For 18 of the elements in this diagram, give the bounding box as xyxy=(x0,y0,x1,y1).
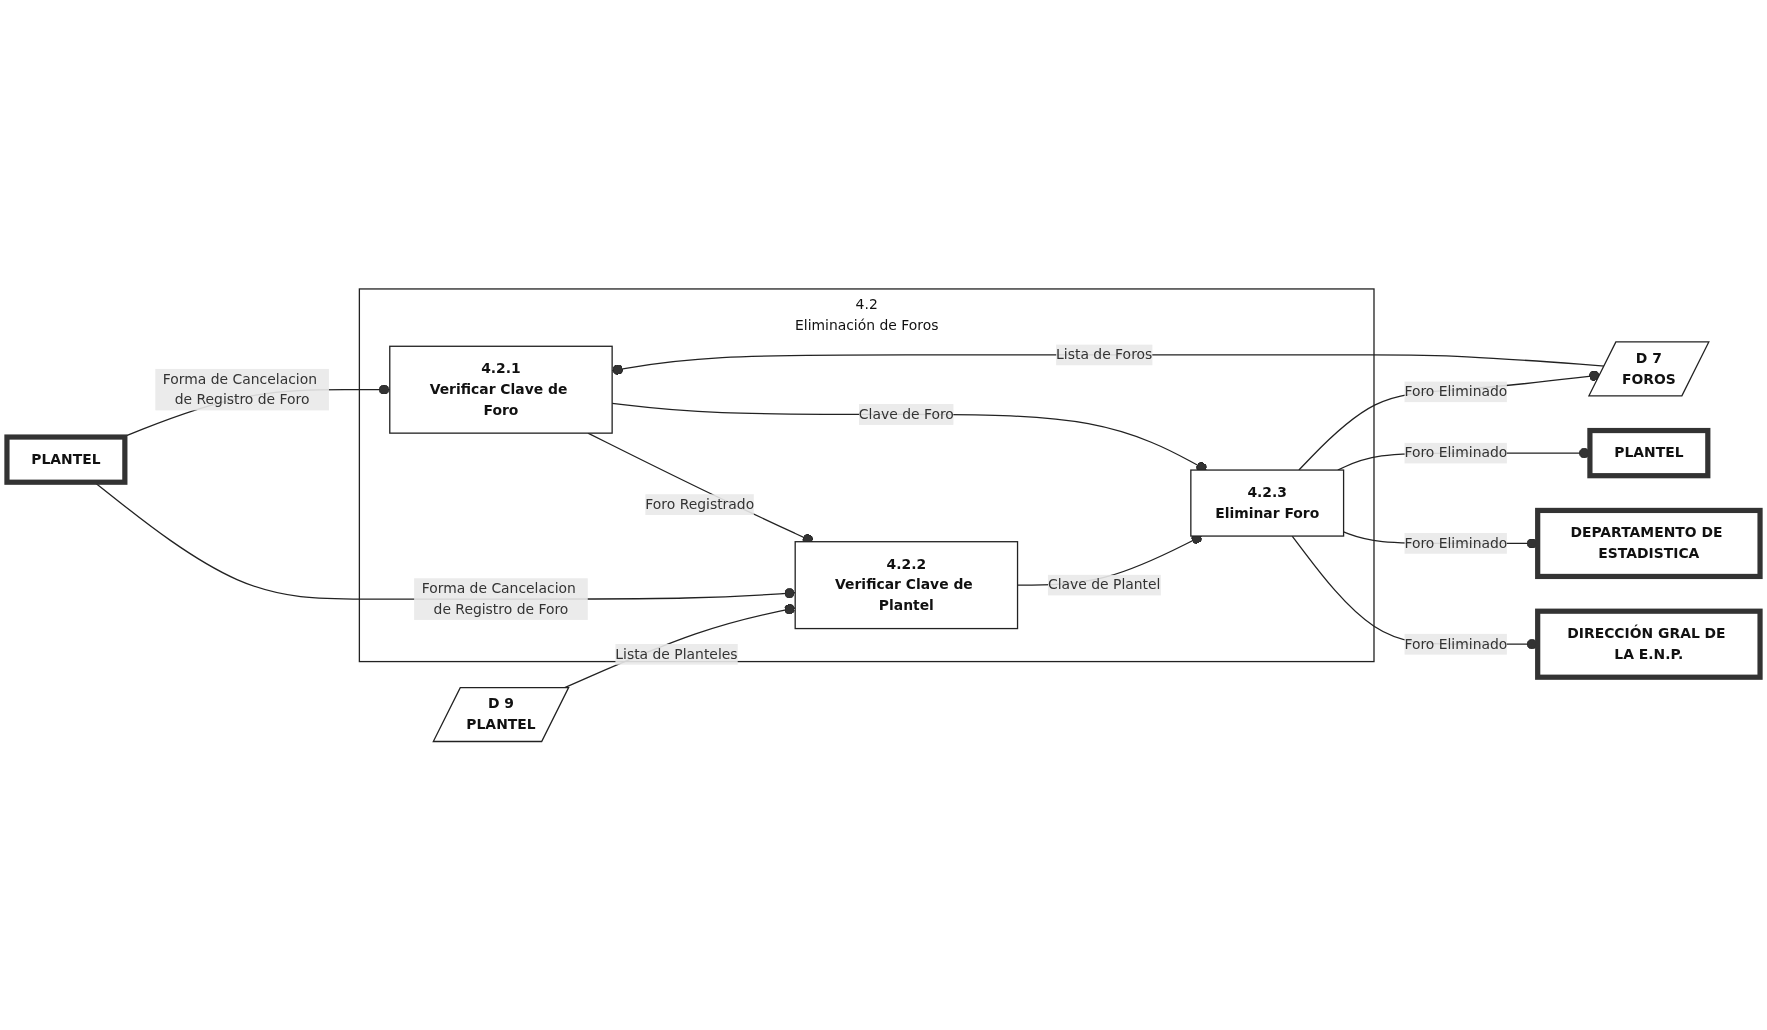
edge-label: Foro Eliminado xyxy=(1404,382,1508,400)
edge-label: Foro Eliminado xyxy=(1404,444,1508,461)
edge-label: Clave de Foro xyxy=(858,405,954,423)
edge-label: Forma de Cancelacion de Registro de Foro xyxy=(421,579,576,618)
edge-label: Forma de Cancelacion de Registro de Foro xyxy=(162,370,317,408)
node-box: PLANTEL xyxy=(4,434,128,485)
node-box: 4.2.2 Verificar Clave de Plantel xyxy=(794,540,1019,629)
edge-label: Lista de Foros xyxy=(1056,346,1153,363)
edge-label: Lista de Planteles xyxy=(615,645,738,662)
node-box: DEPARTAMENTO DE ESTADISTICA xyxy=(1535,507,1763,579)
edge-label: Clave de Plantel xyxy=(1047,576,1161,593)
node-box: 4.2.1 Verificar Clave de Foro xyxy=(389,345,613,434)
node-box: PLANTEL xyxy=(1587,427,1711,479)
edge-label: Foro Eliminado xyxy=(1404,635,1508,652)
edge-label: Foro Eliminado xyxy=(1404,534,1508,552)
node-box: 4.2.3 Eliminar Foro xyxy=(1190,469,1345,537)
edge-label: Foro Registrado xyxy=(645,495,755,513)
node-box: DIRECCIÓN GRAL DE LA E.N.P. xyxy=(1535,608,1763,680)
